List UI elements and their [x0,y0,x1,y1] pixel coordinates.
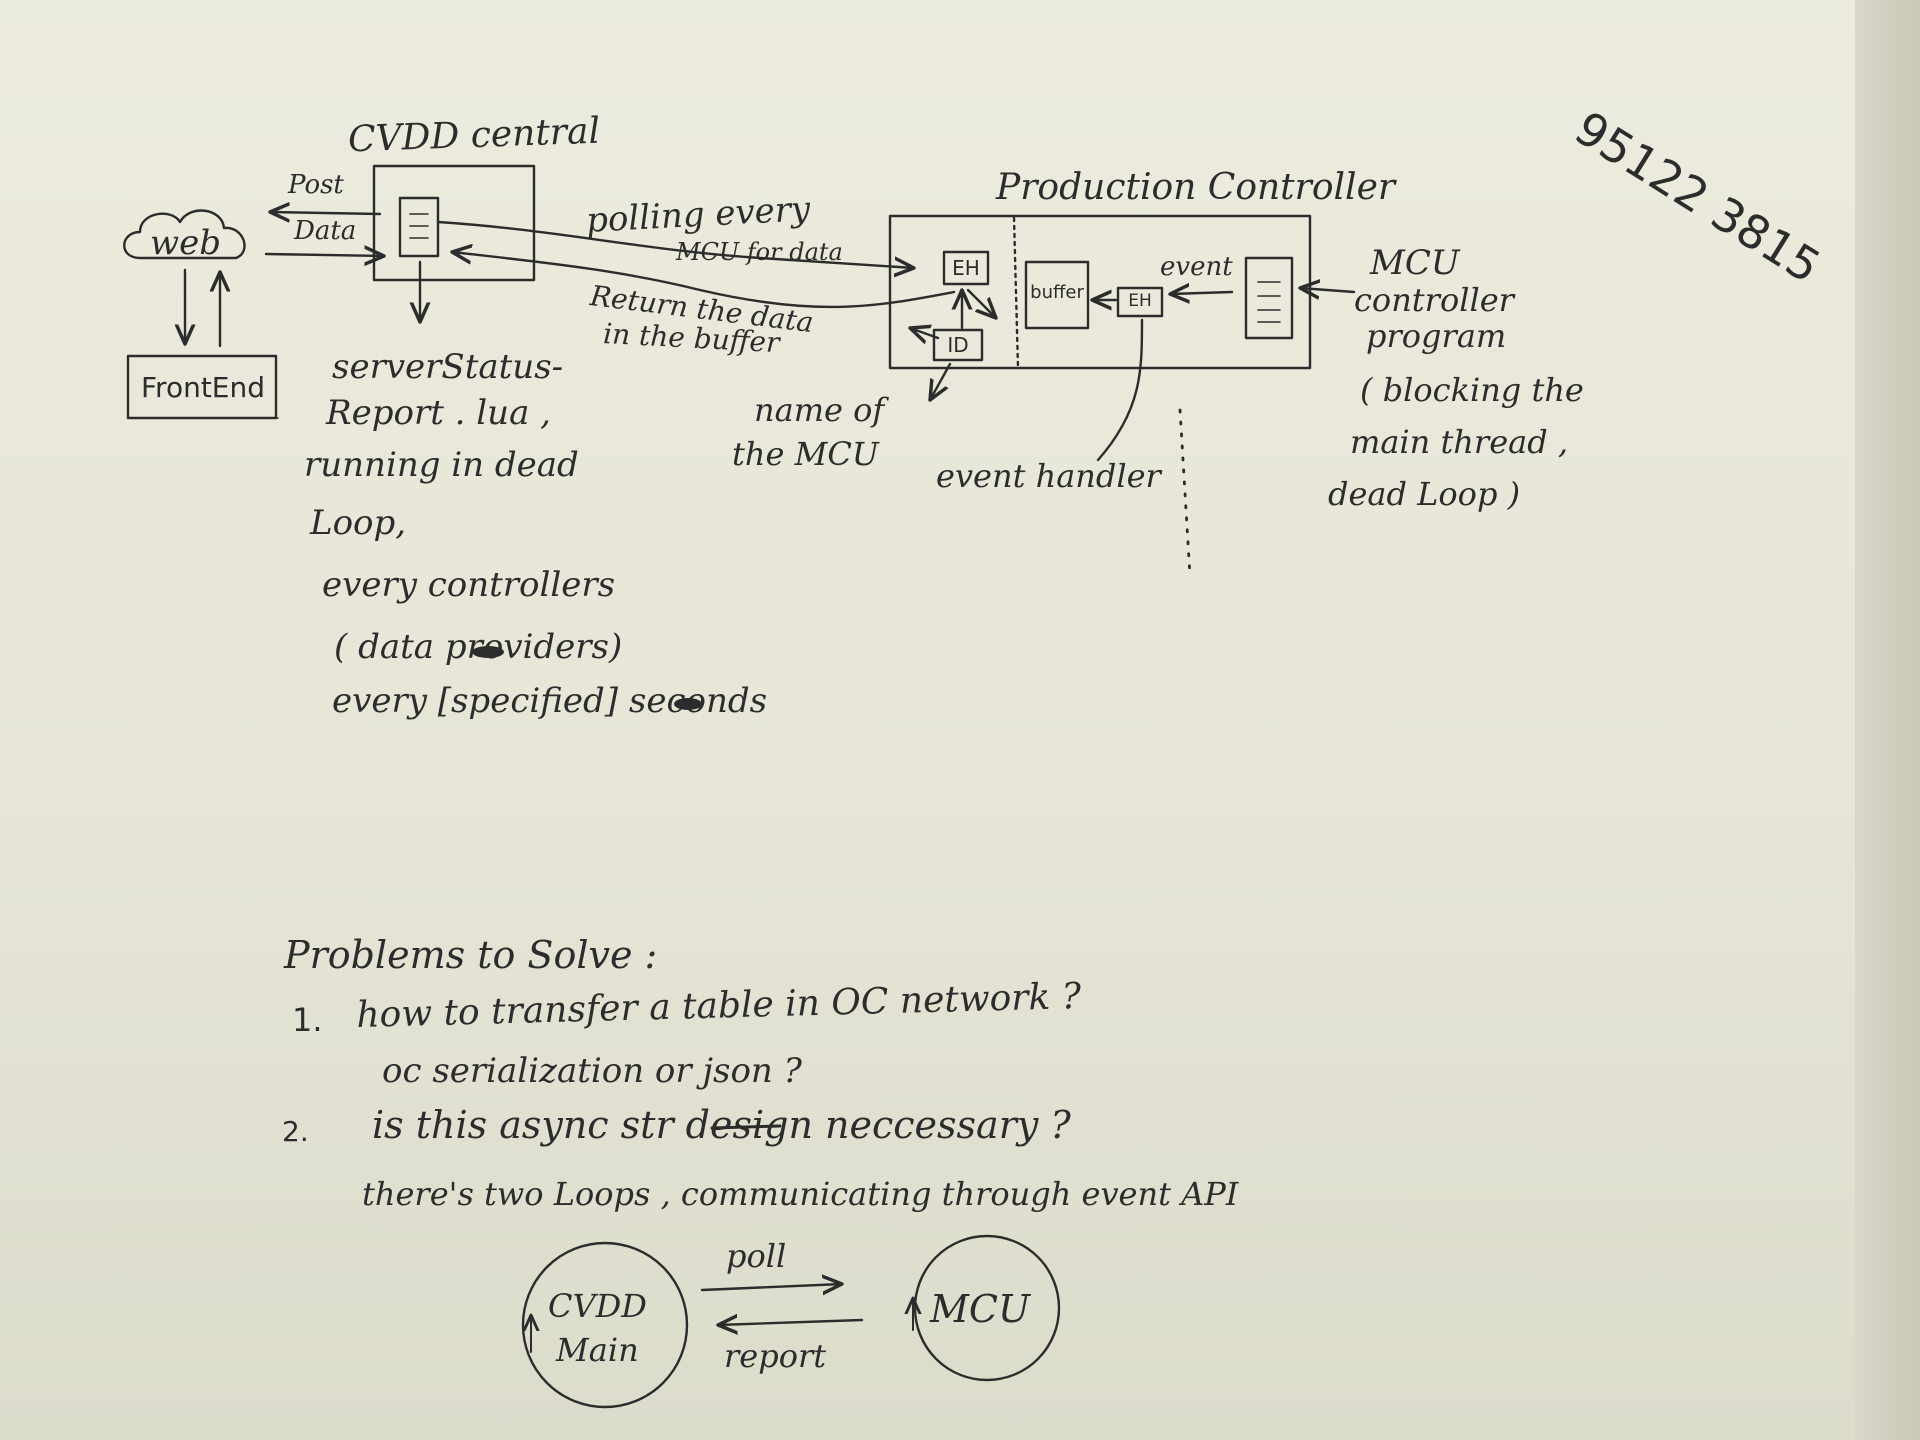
report-arrow [718,1320,864,1325]
mcu-program-line-5: main thread , [1350,423,1569,461]
event-handler-label: event handler [936,457,1161,495]
problem-2-text: is this async str design neccessary ? [372,1103,1071,1147]
server-status-line-5: every controllers [322,565,616,605]
name-of-line-2: the MCU [732,435,879,473]
server-status-line-3: running in dead [304,445,579,485]
problem-2-sub: there's two Loops , communicating throug… [362,1175,1239,1213]
mcu-circle-label: MCU [930,1287,1031,1331]
event-handler-leader [1096,318,1144,462]
server-status-line-7: every [specified] seconds [332,681,768,721]
post-label: Post [288,170,344,200]
mcu-program-arrow [1300,288,1356,292]
report-label: report [724,1337,827,1375]
scribble-1 [472,646,504,658]
small-eh-box [1116,286,1164,318]
server-status-line-4: Loop, [310,503,407,543]
cvdd-main-line-2: Main [556,1331,639,1369]
mcu-program-line-4: ( blocking the [1360,371,1584,409]
id-down-arrow [930,362,952,400]
frontend-label: FrontEnd [140,371,266,404]
server-status-line-2: Report . lua , [326,393,551,433]
event-label: event [1160,252,1233,282]
mcu-program-line-6: dead Loop ) [1328,475,1521,513]
id-box [932,328,984,362]
mcu-program-line-2: controller [1354,281,1514,319]
mcu-program-line-3: program [1366,317,1507,355]
web-label: web [150,223,221,263]
id-label: ID [947,333,969,357]
problems-heading: Problems to Solve : [284,933,658,977]
scribble-2 [674,698,702,710]
mcu-program-icon [1244,256,1294,340]
right-dotted-line [1178,408,1192,578]
pc-dotted-divider [1012,216,1020,370]
buffer-label: buffer [1030,282,1084,303]
poll-arrow [700,1284,842,1290]
paper-edge [1855,0,1920,1440]
mcu-program-line-1: MCU [1370,243,1460,283]
server-status-line-1: serverStatus- [332,347,564,387]
eh-box [942,250,990,286]
data-arrow [264,254,384,256]
post-arrow [270,212,382,214]
return-arrow [452,252,956,309]
eh-label: EH [952,256,980,280]
data-label: Data [294,216,357,246]
central-title: CVDD central [347,110,601,161]
polling-line2: MCU for data [676,238,843,266]
central-box [372,164,536,282]
buffer-box [1024,260,1090,330]
server-status-line-6: ( data providers) [334,627,623,667]
cvdd-main-line-1: CVDD [548,1287,647,1325]
cvdd-main-circle [521,1241,689,1409]
name-of-line-1: name of [754,391,885,429]
central-document-icon [398,196,440,258]
polling-arrow [436,220,914,268]
problem-2-num: 2. [282,1115,309,1148]
event-arrow [1170,292,1234,294]
pc-title: Production Controller [996,167,1396,208]
strike-str [710,1124,782,1130]
small-eh-label: EH [1128,291,1152,311]
poll-label: poll [726,1237,787,1275]
web-cloud [123,209,246,260]
problem-1-num: 1. [292,1001,323,1039]
problem-1-sub: oc serialization or json ? [382,1051,802,1091]
